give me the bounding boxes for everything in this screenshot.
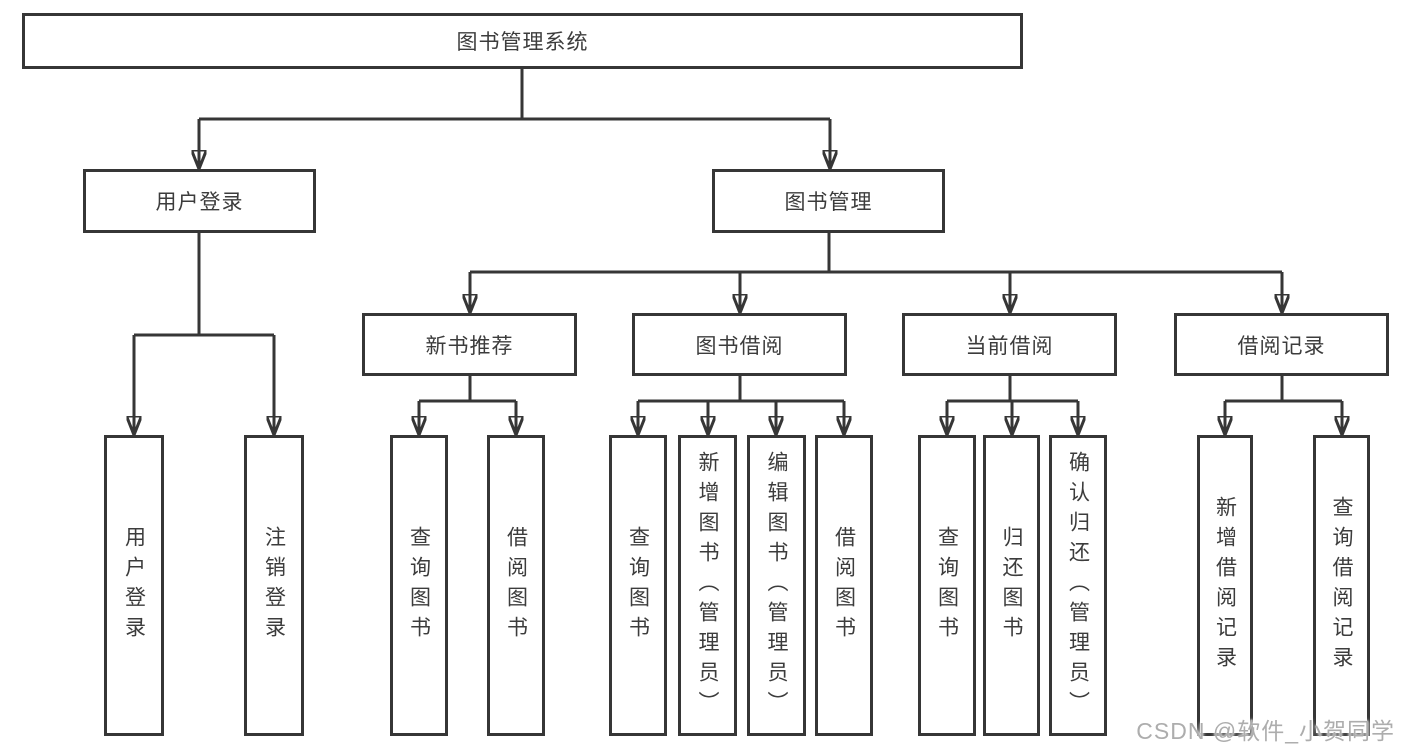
- leaf-logout-label: 注销登录: [262, 525, 286, 646]
- node-user-login-label: 用户登录: [155, 191, 244, 214]
- edge-current-borrow-to-leaves: [947, 376, 1078, 435]
- csdn-watermark: CSDN @软件_小贺同学: [1136, 718, 1395, 744]
- leaf-confirm-return-admin-label: 确认归还（管理员）: [1066, 450, 1090, 721]
- edge-book-borrow-to-leaves: [638, 376, 844, 435]
- node-new-book-recommend: 新书推荐: [362, 313, 577, 376]
- leaf-add-borrow-record: 新增借阅记录: [1197, 435, 1253, 736]
- leaf-return-books-label: 归还图书: [1000, 525, 1023, 646]
- leaf-borrow-books-label: 借阅图书: [832, 525, 856, 646]
- node-borrow-records-label: 借阅记录: [1237, 334, 1326, 358]
- leaf-query-borrow-record: 查询借阅记录: [1313, 435, 1370, 736]
- leaf-edit-book-admin-label: 编辑图书（管理员）: [765, 450, 788, 721]
- edge-borrow-records-to-leaves: [1225, 376, 1342, 435]
- leaf-query-books-recommend-label: 查询图书: [407, 525, 431, 646]
- edge-book-management-to-level3: [470, 233, 1282, 313]
- leaf-add-book-admin: 新增图书（管理员）: [678, 435, 737, 736]
- leaf-query-books-recommend: 查询图书: [390, 435, 448, 736]
- node-book-management: 图书管理: [712, 169, 945, 233]
- leaf-return-books: 归还图书: [983, 435, 1040, 736]
- node-book-management-label: 图书管理: [784, 191, 873, 214]
- node-borrow-records: 借阅记录: [1174, 313, 1389, 376]
- leaf-query-borrow-record-label: 查询借阅记录: [1330, 495, 1353, 676]
- edge-root-to-level2: [199, 69, 830, 169]
- node-current-borrow: 当前借阅: [902, 313, 1117, 376]
- node-book-borrow: 图书借阅: [632, 313, 847, 376]
- leaf-user-login: 用户登录: [104, 435, 164, 736]
- node-book-borrow-label: 图书借阅: [695, 334, 784, 358]
- leaf-query-books-borrow-label: 查询图书: [626, 525, 650, 646]
- leaf-confirm-return-admin: 确认归还（管理员）: [1049, 435, 1107, 736]
- node-library-system-label: 图书管理系统: [456, 31, 589, 54]
- edge-user-login-to-leaves: [134, 233, 274, 435]
- node-user-login: 用户登录: [83, 169, 316, 233]
- node-new-book-recommend-label: 新书推荐: [425, 334, 514, 358]
- edge-new-book-recommend-to-leaves: [419, 376, 516, 435]
- leaf-user-login-label: 用户登录: [122, 525, 146, 646]
- leaf-add-borrow-record-label: 新增借阅记录: [1213, 495, 1237, 676]
- leaf-query-books-current-label: 查询图书: [935, 525, 959, 646]
- leaf-add-book-admin-label: 新增图书（管理员）: [696, 450, 719, 721]
- leaf-borrow-books-recommend: 借阅图书: [487, 435, 545, 736]
- leaf-borrow-books-recommend-label: 借阅图书: [504, 525, 528, 646]
- leaf-borrow-books: 借阅图书: [815, 435, 873, 736]
- node-library-system: 图书管理系统: [22, 13, 1023, 69]
- leaf-edit-book-admin: 编辑图书（管理员）: [747, 435, 806, 736]
- leaf-query-books-borrow: 查询图书: [609, 435, 667, 736]
- leaf-query-books-current: 查询图书: [918, 435, 976, 736]
- leaf-logout: 注销登录: [244, 435, 304, 736]
- node-current-borrow-label: 当前借阅: [965, 334, 1054, 358]
